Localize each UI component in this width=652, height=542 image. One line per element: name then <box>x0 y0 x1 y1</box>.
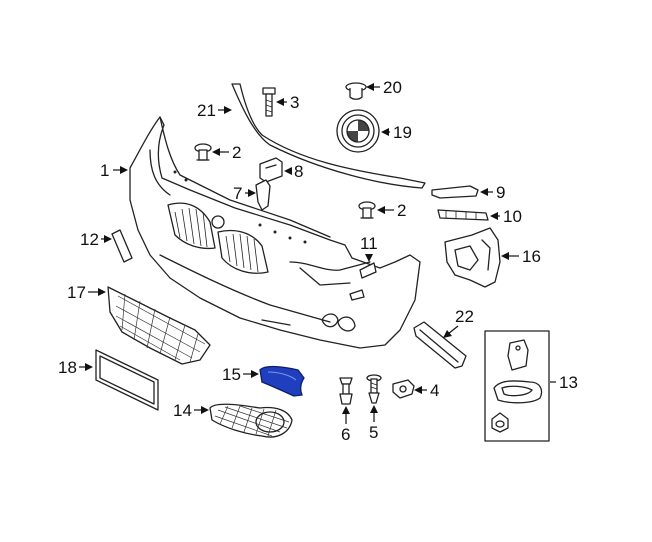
callout-label: 22 <box>455 307 474 326</box>
callout-label: 2 <box>232 143 241 162</box>
screw <box>366 374 382 404</box>
callout-4: 4 <box>414 381 439 400</box>
callout-2-upper: 2 <box>212 143 241 162</box>
callout-label: 21 <box>197 101 216 120</box>
kit-box-13 <box>484 330 550 442</box>
license-bracket <box>95 349 159 411</box>
push-nut <box>345 82 367 100</box>
callout-11: 11 <box>360 234 378 262</box>
callout-9: 9 <box>480 183 505 202</box>
callout-12: 12 <box>80 230 112 249</box>
callout-1: 1 <box>100 161 128 180</box>
reflector <box>413 321 467 369</box>
callout-label: 2 <box>397 201 406 220</box>
callout-label: 5 <box>369 423 378 442</box>
callout-label: 11 <box>360 234 378 253</box>
cover-plate-12 <box>111 229 133 263</box>
callout-20: 20 <box>366 78 402 97</box>
callout-19: 19 <box>381 123 412 142</box>
callout-5: 5 <box>369 405 378 442</box>
emblem <box>336 109 380 153</box>
lower-grille <box>107 286 211 365</box>
callout-label: 19 <box>393 123 412 142</box>
callout-21: 21 <box>197 101 232 120</box>
side-bracket <box>444 227 501 288</box>
callout-label: 6 <box>341 425 350 444</box>
callout-14: 14 <box>173 401 209 420</box>
callout-label: 4 <box>430 381 439 400</box>
tow-cap <box>359 262 377 279</box>
bracket-8 <box>259 157 283 183</box>
callout-label: 14 <box>173 401 192 420</box>
retainer <box>392 379 415 399</box>
callout-15: 15 <box>222 365 259 384</box>
callout-22: 22 <box>443 307 474 338</box>
callout-18: 18 <box>58 358 93 377</box>
callout-17: 17 <box>67 283 106 302</box>
fog-lamp-grille <box>209 403 293 438</box>
callout-label: 7 <box>233 184 242 203</box>
callout-label: 15 <box>222 365 241 384</box>
callout-label: 20 <box>383 78 402 97</box>
callout-label: 3 <box>290 93 299 112</box>
callout-label: 17 <box>67 283 86 302</box>
callout-2-lower: 2 <box>377 201 406 220</box>
callout-16: 16 <box>501 247 541 266</box>
push-pin <box>339 377 353 405</box>
push-clip-upper <box>194 143 212 161</box>
bumper-cover <box>129 116 421 349</box>
callout-group: 1 2 2 3 4 5 <box>58 78 578 444</box>
callout-6: 6 <box>341 406 350 444</box>
bolt <box>262 87 276 117</box>
push-clip-lower <box>358 201 376 219</box>
guide-7 <box>255 179 271 211</box>
callout-label: 1 <box>100 161 109 180</box>
callout-13: 13 <box>550 373 578 392</box>
callout-label: 13 <box>559 373 578 392</box>
upper-trim-strip <box>231 83 426 189</box>
callout-10: 10 <box>490 207 522 226</box>
callout-label: 9 <box>496 183 505 202</box>
reinforcement-10 <box>437 209 489 221</box>
callout-label: 18 <box>58 358 77 377</box>
callout-label: 8 <box>294 162 303 181</box>
callout-label: 16 <box>522 247 541 266</box>
molding-9 <box>431 185 479 199</box>
callout-label: 10 <box>503 207 522 226</box>
callout-3: 3 <box>276 93 299 112</box>
callout-8: 8 <box>284 162 303 181</box>
callout-label: 12 <box>80 230 99 249</box>
callout-7: 7 <box>233 184 256 203</box>
air-deflector-highlighted <box>259 365 305 397</box>
